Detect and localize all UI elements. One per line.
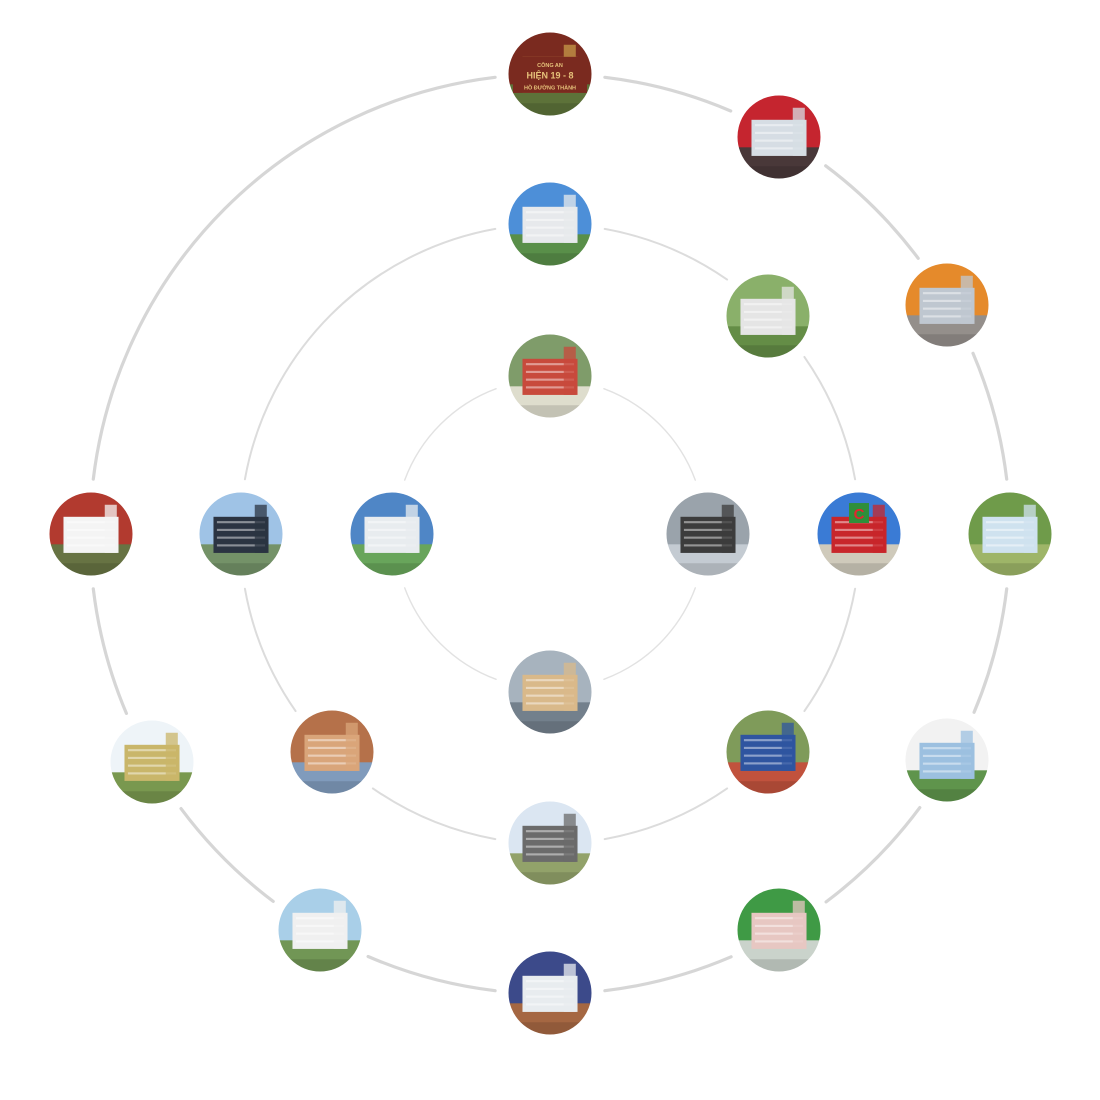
photo-frame	[107, 717, 197, 807]
photo-frame	[275, 885, 365, 975]
ring-arcs	[91, 75, 1009, 993]
photo-frame	[814, 489, 904, 579]
supermarket-photo-icon[interactable]: C	[814, 489, 904, 579]
metro-station-photo-icon[interactable]	[505, 647, 595, 737]
photo-frame	[734, 92, 824, 182]
outer-ring-arc	[971, 351, 1009, 481]
photo-frame	[902, 260, 992, 350]
photo-frame	[505, 647, 595, 737]
outer-ring-arc	[603, 955, 733, 993]
photo-frame	[505, 179, 595, 269]
photo-frame	[663, 489, 753, 579]
modern-curved-building-photo-icon[interactable]	[505, 179, 595, 269]
museum-photo-icon[interactable]	[505, 798, 595, 888]
photo-frame	[734, 885, 824, 975]
exhibition-hall-photo-icon[interactable]	[505, 948, 595, 1038]
outer-ring-arc	[366, 954, 497, 993]
big-c-logo-text: C	[854, 506, 865, 523]
photo-frame	[505, 331, 595, 421]
monument-sign-text: CÔNG AN	[537, 61, 563, 69]
monument-sign-text: HỒ ĐƯỜNG THÀNH	[524, 83, 576, 91]
outer-ring-arc	[91, 75, 497, 481]
school-yard-photo-icon[interactable]	[734, 885, 824, 975]
photo-frame	[723, 271, 813, 361]
middle-ring-arc	[603, 227, 729, 281]
photo-frame	[196, 489, 286, 579]
middle-ring-arc	[243, 227, 497, 481]
college-photo-icon[interactable]	[107, 717, 197, 807]
campus-aerial-photo-icon[interactable]	[723, 271, 813, 361]
hospital-photo-icon[interactable]	[902, 715, 992, 805]
inner-ring-arc	[603, 388, 696, 481]
middle-ring-arc	[371, 787, 497, 841]
photo-frame	[505, 29, 595, 119]
aerial-convention-building-photo-icon[interactable]	[505, 331, 595, 421]
photo-frame	[46, 489, 136, 579]
glass-office-photo-icon[interactable]	[347, 489, 437, 579]
inner-ring-arc	[404, 388, 497, 481]
inner-ring-arc	[603, 587, 696, 680]
university-tower-photo-icon[interactable]	[275, 885, 365, 975]
palace-gate-photo-icon[interactable]	[46, 489, 136, 579]
race-circuit-photo-icon[interactable]	[663, 489, 753, 579]
stadium-photo-icon[interactable]	[723, 707, 813, 797]
apartment-photo-icon[interactable]	[287, 707, 377, 797]
middle-ring-arc	[803, 355, 857, 481]
outer-ring-arc	[972, 587, 1009, 714]
photo-frame	[965, 489, 1055, 579]
middle-ring-arc	[803, 587, 857, 713]
skyscraper-photo-icon[interactable]	[196, 489, 286, 579]
photo-frame	[287, 707, 377, 797]
photo-frame	[347, 489, 437, 579]
outer-ring-arc	[179, 807, 275, 903]
photo-frame	[723, 707, 813, 797]
outer-ring-arc	[603, 75, 733, 113]
photo-frame	[902, 715, 992, 805]
outer-ring-arc	[91, 587, 128, 715]
middle-ring-arc	[243, 587, 297, 713]
photo-frame	[505, 798, 595, 888]
outer-ring-arc	[824, 164, 920, 260]
photo-frame	[505, 948, 595, 1038]
outer-ring-arc	[824, 806, 922, 904]
monument-sign-text: HIỆN 19 - 8	[526, 69, 573, 80]
park-aerial-photo-icon[interactable]	[965, 489, 1055, 579]
mall-tower-photo-icon[interactable]	[902, 260, 992, 350]
inner-ring-arc	[404, 587, 497, 680]
middle-ring-arc	[603, 787, 729, 841]
shopping-center-photo-icon[interactable]	[734, 92, 824, 182]
